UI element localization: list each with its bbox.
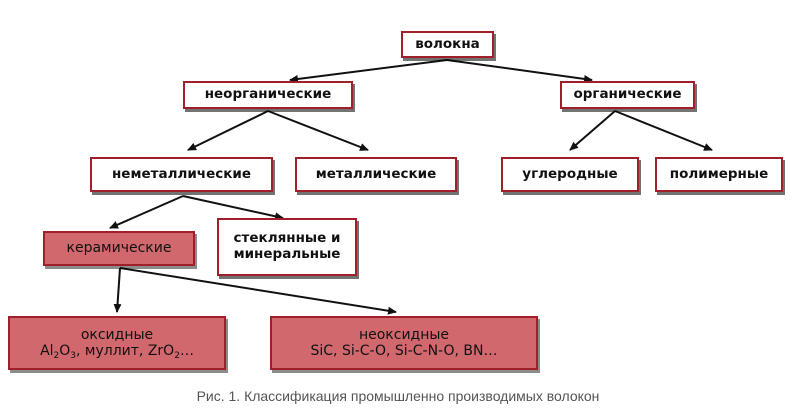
node-polymer-label: полимерные (669, 165, 769, 182)
arrow-nonmetallic-to-ceramic (109, 195, 184, 229)
node-nonoxide-formula: SiC, Si-C-O, Si-C-N-O, BN… (310, 343, 498, 359)
arrow-root-to-organic (446, 59, 593, 83)
node-nonmetallic-label: неметаллические (111, 165, 252, 182)
node-metallic: металлические (295, 157, 457, 192)
arrow-organic-to-polymer (614, 110, 713, 151)
arrow-inorganic-to-metallic (267, 110, 369, 151)
arrow-organic-to-carbon (569, 110, 616, 151)
node-polymer: полимерные (655, 157, 783, 192)
node-ceramic: керамические (43, 231, 195, 266)
node-inorganic-label: неорганические (204, 86, 332, 103)
node-organic-label: органические (573, 86, 682, 103)
node-nonoxide-label-line1: неоксидные (358, 326, 450, 343)
node-carbon-label: углеродные (522, 165, 618, 182)
figure-caption: Рис. 1. Классификация промышленно произв… (196, 388, 600, 404)
arrow-ceramic-to-nonoxide (119, 267, 397, 315)
arrow-inorganic-to-nonmetallic (187, 110, 269, 151)
node-oxide-label-line1: оксидные (80, 326, 154, 343)
node-nonmetallic: неметаллические (90, 157, 273, 192)
node-glass-label-line2: минеральные (233, 246, 341, 262)
node-oxide: оксидные Al2O3, муллит, ZrO2… (8, 316, 226, 370)
arrow-nonmetallic-to-glass (182, 195, 284, 221)
node-carbon: углеродные (501, 157, 639, 192)
arrow-root-to-inorganic (289, 59, 448, 83)
arrow-ceramic-to-oxide (113, 267, 122, 313)
node-organic: органические (560, 81, 695, 109)
node-nonoxide: неоксидные SiC, Si-C-O, Si-C-N-O, BN… (270, 316, 538, 370)
node-root: волокна (401, 31, 494, 58)
node-glass-mineral: стеклянные и минеральные (217, 218, 357, 276)
node-ceramic-label: керамические (66, 240, 172, 257)
node-inorganic: неорганические (183, 81, 353, 109)
node-glass-label-line1: стеклянные и (233, 230, 341, 247)
node-metallic-label: металлические (315, 165, 437, 182)
node-root-label: волокна (415, 35, 480, 52)
node-oxide-formula: Al2O3, муллит, ZrO2… (40, 343, 194, 361)
